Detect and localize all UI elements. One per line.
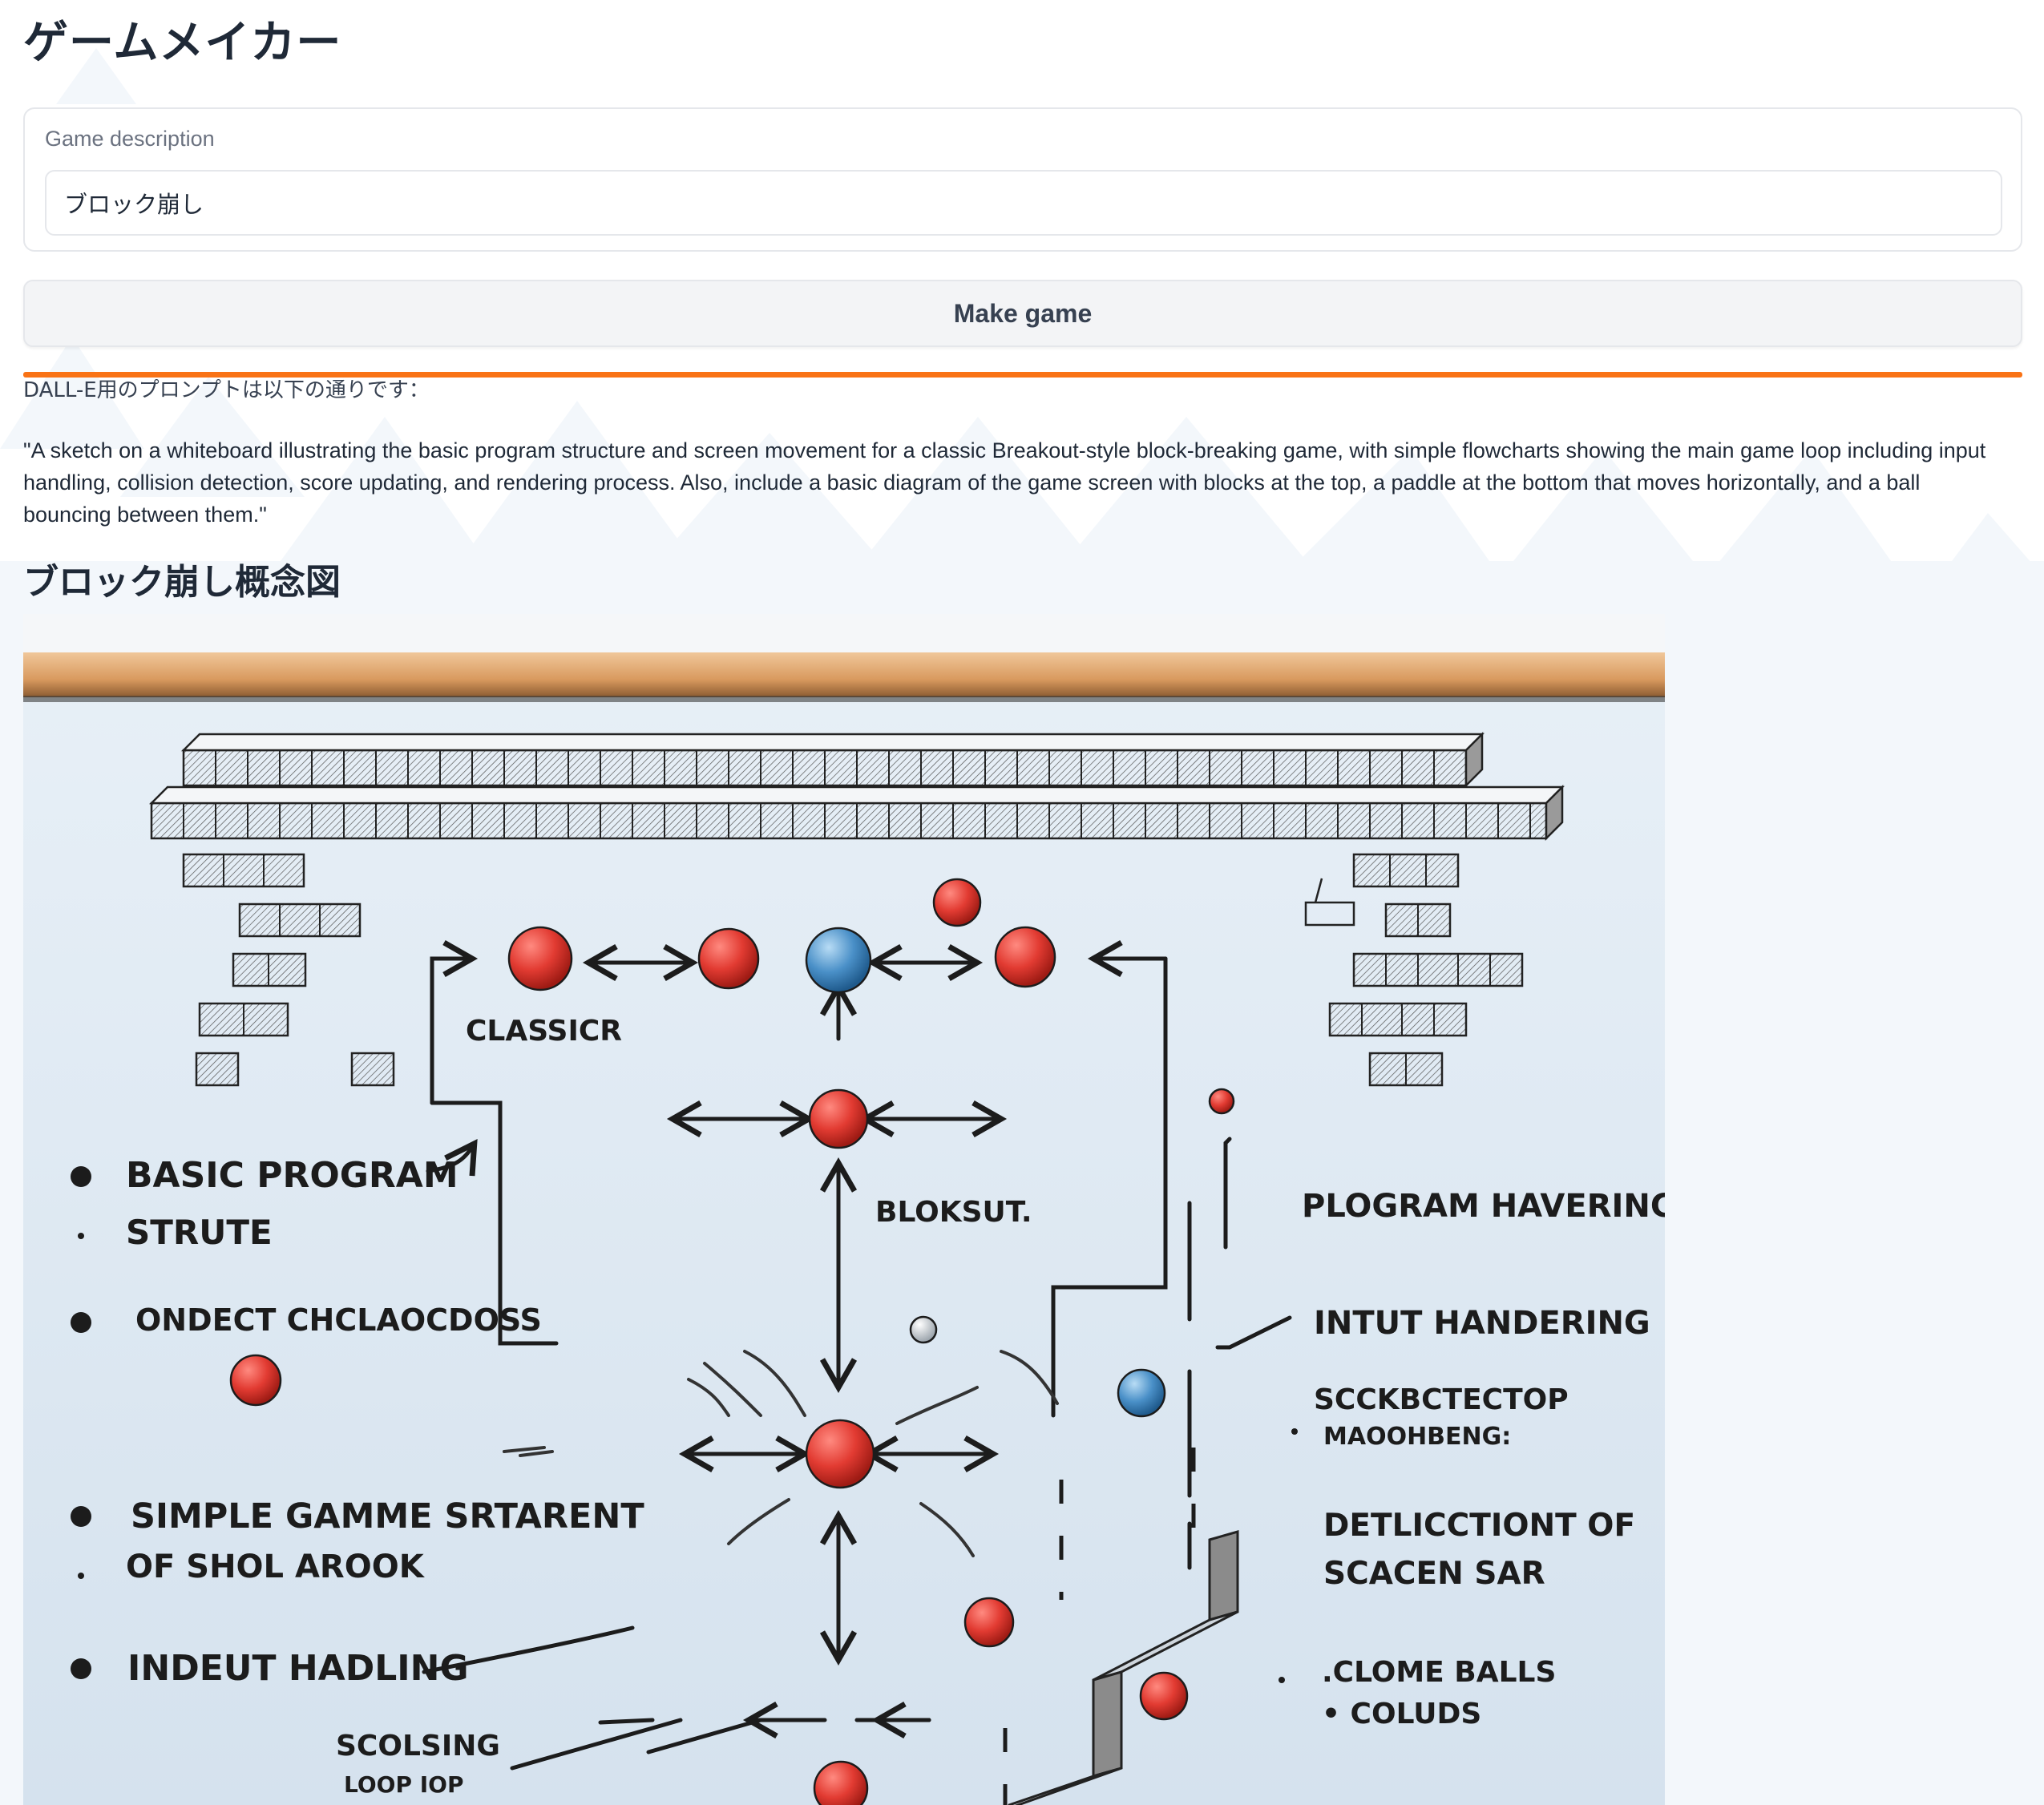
ball-blue: [805, 927, 872, 994]
sketch-label: MAOOHBENG:: [1323, 1423, 1511, 1451]
ball-red: [932, 878, 982, 927]
ball-red: [994, 926, 1056, 988]
sketch-label: CLASSICR: [466, 1015, 622, 1048]
sketch-label: INDEUT HADLING: [127, 1648, 469, 1689]
ball-red: [229, 1354, 282, 1407]
sketch-label: STRUTE: [126, 1213, 273, 1252]
ball-red: [507, 926, 573, 991]
ball-red: [1208, 1088, 1235, 1115]
sketch-label: .CLOME BALLS: [1322, 1656, 1556, 1689]
game-description-label: Game description: [45, 127, 215, 151]
sketch-label: • COLUDS: [1322, 1698, 1481, 1730]
ball-red: [963, 1597, 1015, 1648]
sketch-label: SCOLSING: [336, 1730, 500, 1763]
ball-white: [909, 1315, 938, 1344]
game-description-panel: Game description: [23, 107, 2022, 252]
sketch-label: DETLICCTIONT OF: [1323, 1508, 1635, 1544]
sketch-label: LOOP IOP: [344, 1771, 463, 1798]
ball-red: [808, 1088, 869, 1149]
sketch-label: BLOKSUT.: [875, 1196, 1032, 1229]
sketch-label: BASIC PROGRAM: [126, 1155, 458, 1196]
ball-red: [697, 927, 760, 990]
ball-red: [805, 1419, 875, 1489]
progress-bar: [23, 372, 2022, 378]
concept-sketch-image: CLASSICR BASIC PROGRAM STRUTE ONDECT CHC…: [23, 614, 1665, 1805]
whiteboard-sketch: CLASSICR BASIC PROGRAM STRUTE ONDECT CHC…: [23, 614, 1665, 1805]
sketch-label: SCACEN SAR: [1323, 1556, 1545, 1592]
sketch-label: SCCKBCTECTOP: [1314, 1383, 1569, 1416]
prompt-intro-text: DALL-E用のプロンプトは以下の通りです：: [23, 378, 430, 402]
app-title: ゲームメイカー: [23, 17, 342, 69]
sketch-label: PLOGRAM HAVERING: [1302, 1188, 1665, 1225]
game-description-input[interactable]: [45, 170, 2002, 236]
make-game-button[interactable]: Make game: [23, 280, 2022, 347]
ball-red: [1139, 1671, 1189, 1721]
sketch-label: OF SHOL AROOK: [126, 1549, 426, 1585]
prompt-text: "A sketch on a whiteboard illustrating t…: [23, 438, 1986, 527]
sketch-label: INTUT HANDERING: [1314, 1305, 1650, 1342]
ball-red: [813, 1760, 869, 1805]
sketch-label: SIMPLE GAMME SRTARENT: [131, 1496, 644, 1536]
ball-blue: [1117, 1368, 1166, 1418]
section-title: ブロック崩し概念図: [23, 562, 341, 603]
sketch-label: ONDECT CHCLAOCDOSS: [135, 1302, 542, 1338]
